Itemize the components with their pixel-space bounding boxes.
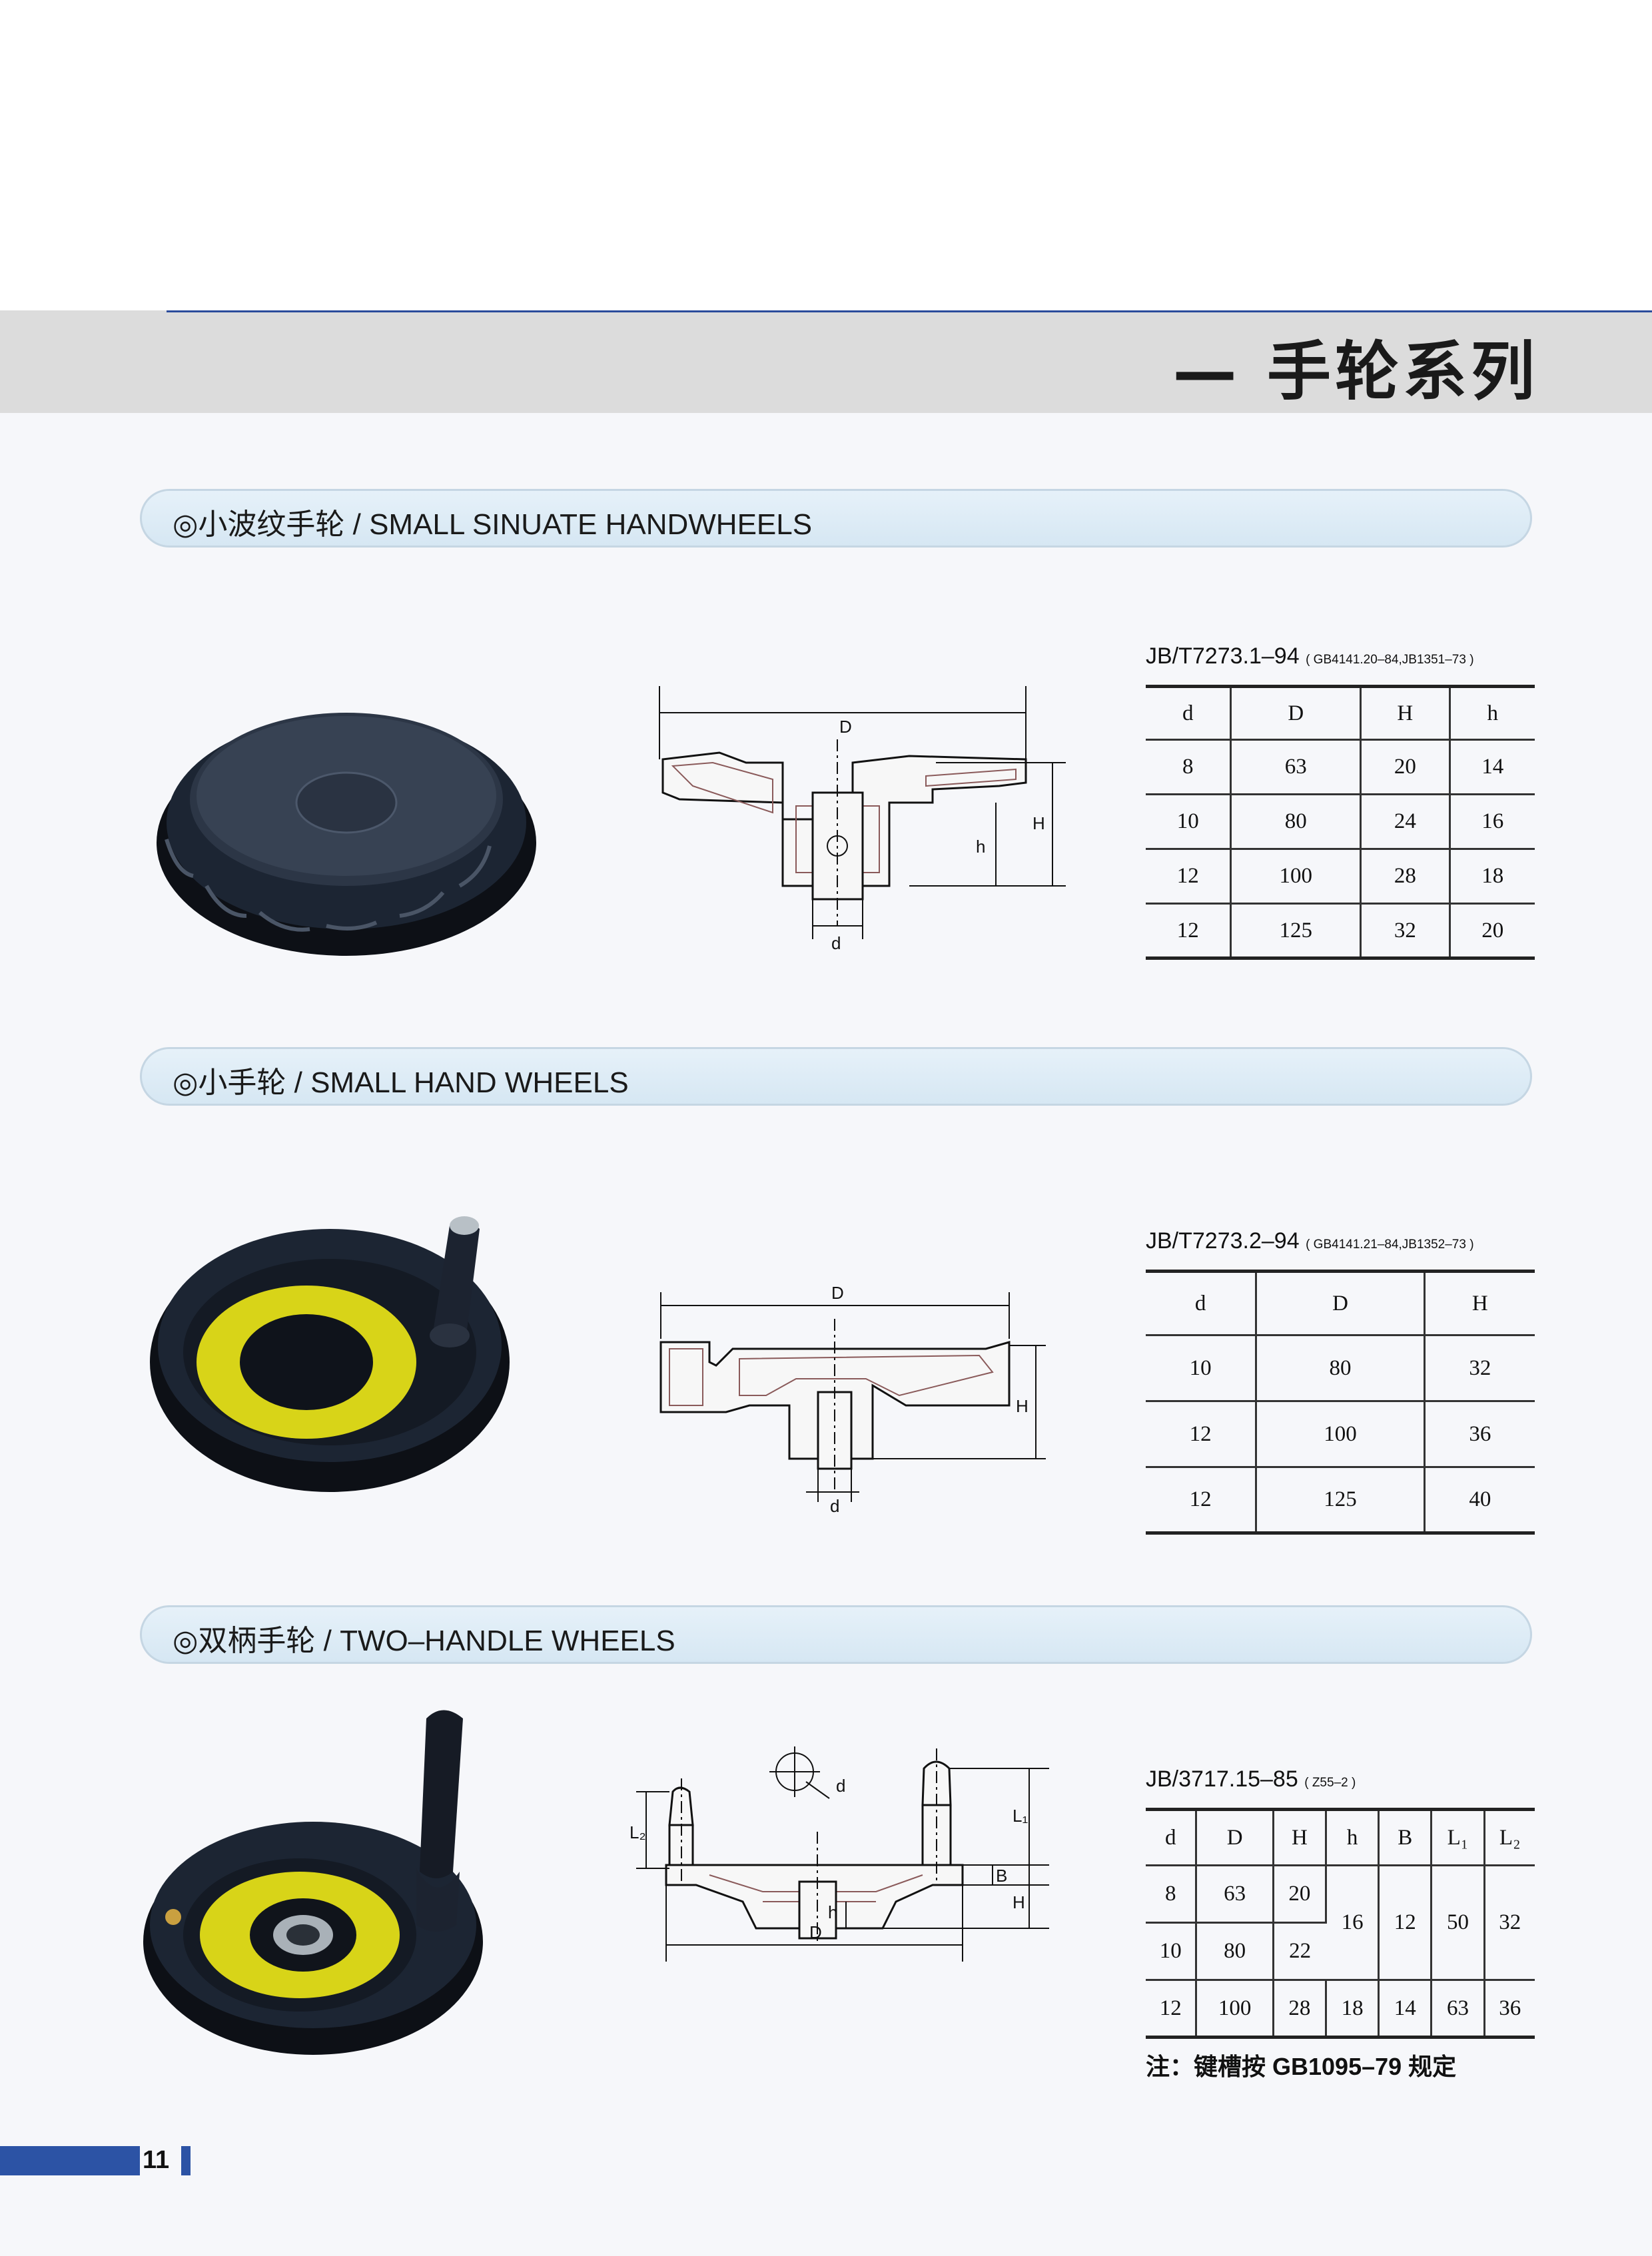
table-row: 12 100 28 18 14 63 36 (1146, 1980, 1535, 2038)
table-header: B (1378, 1809, 1433, 1866)
dim-D-label: D (831, 1283, 844, 1303)
table-header: H (1360, 686, 1451, 740)
table-header: H (1471, 1291, 1488, 1316)
section-heading: ◎双柄手轮 / TWO–HANDLE WHEELS (173, 1625, 675, 1657)
sinuate-handwheel-drawing: D H h d (659, 686, 1066, 953)
section-heading: ◎小手轮 / SMALL HAND WHEELS (173, 1066, 629, 1099)
standard-label: JB/T7273.1–94 ( GB4141.20–84,JB1351–73 ) (1146, 643, 1474, 669)
table-header: D (1196, 1809, 1274, 1866)
dim-d-label: d (831, 933, 841, 953)
dim-d-label: d (836, 1776, 845, 1796)
dim-L1-label: L₁ (1013, 1806, 1028, 1826)
dim-H-label: H (1032, 813, 1045, 833)
page-title: — 手轮系列 (1172, 334, 1539, 409)
dim-D-label: D (839, 717, 852, 737)
standard-label: JB/T7273.2–94 ( GB4141.21–84,JB1352–73 ) (1146, 1228, 1474, 1254)
keyway-note: 注：键槽按 GB1095–79 规定 (1146, 2053, 1457, 2080)
title-banner (0, 310, 1652, 413)
small-hand-wheel-photo (150, 1216, 510, 1492)
table-header: D (1256, 1271, 1426, 1335)
small-hand-wheel-drawing: D H d (659, 1283, 1046, 1516)
two-handle-wheel-drawing: d L₂ L₁ B H h D (629, 1746, 1049, 1962)
banner-rule (167, 310, 1652, 312)
table-header: d (1146, 1809, 1198, 1866)
table-row: 8 63 20 16 12 50 32 (1146, 1865, 1535, 1980)
dim-H-label: H (1016, 1396, 1029, 1416)
dim-B-label: B (996, 1866, 1007, 1886)
section-header-small-hand-wheels: ◎小手轮 / SMALL HAND WHEELS (140, 1047, 1532, 1106)
page-number-marker (181, 2146, 191, 2175)
section-header-two-handle-wheels: ◎双柄手轮 / TWO–HANDLE WHEELS (140, 1605, 1532, 1664)
table-header: h (1326, 1809, 1380, 1866)
dim-h-label: h (828, 1902, 837, 1922)
two-handle-wheel-photo (143, 1710, 483, 2055)
table-header: h (1487, 701, 1499, 725)
dim-H-label: H (1013, 1892, 1025, 1912)
page-number-bar (0, 2146, 140, 2175)
table-header: d (1146, 686, 1232, 740)
section-heading: ◎小波纹手轮 / SMALL SINUATE HANDWHEELS (173, 508, 813, 541)
table-header: L₂ (1499, 1825, 1521, 1850)
sinuate-handwheel-photo (157, 713, 536, 956)
table-header: d (1146, 1271, 1258, 1335)
page-number: 11 (143, 2146, 170, 2174)
dim-h-label: h (976, 837, 985, 857)
standard-label: JB/3717.15–85 ( Z55–2 ) (1146, 1766, 1356, 1792)
spec-table-two-handle-wheels: d D H h B L₁ L₂ 8 63 20 16 12 50 32 10 8… (1146, 1808, 1535, 2039)
table-header: D (1230, 686, 1362, 740)
table-header: H (1273, 1809, 1328, 1866)
dim-D-label: D (809, 1922, 822, 1942)
table-header: L₁ (1431, 1809, 1485, 1866)
section-header-small-sinuate: ◎小波纹手轮 / SMALL SINUATE HANDWHEELS (140, 489, 1532, 548)
dim-L2-label: L₂ (629, 1822, 646, 1842)
dim-d-label: d (830, 1496, 839, 1516)
